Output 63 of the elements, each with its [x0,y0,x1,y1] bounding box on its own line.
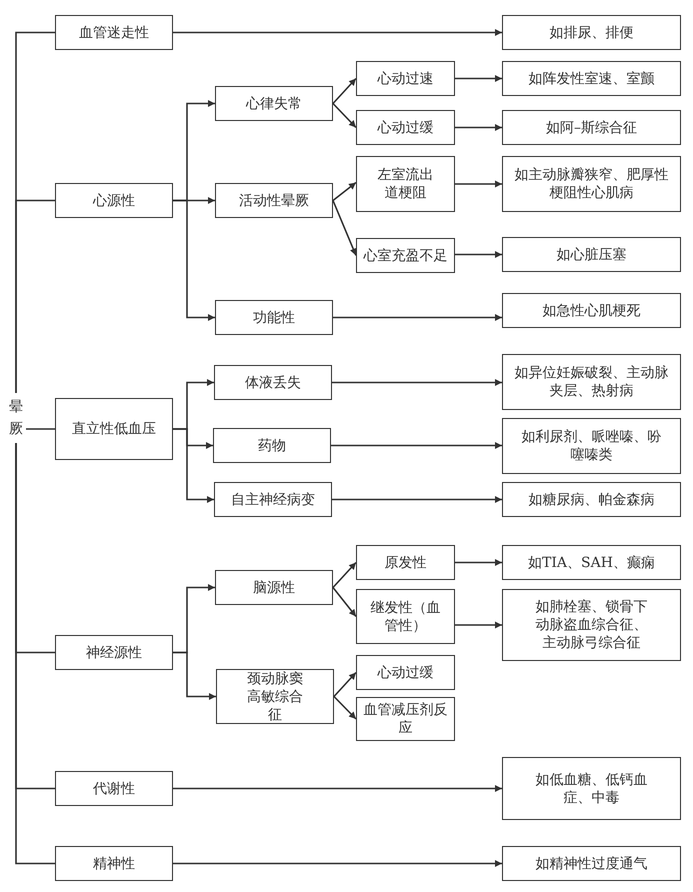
example-box: 如异位妊娠破裂、主动脉夹层、热射病 [502,354,681,410]
category-box: 心源性 [55,183,173,218]
subtype-box: 功能性 [215,300,333,335]
subtype-box: 脑源性 [215,570,333,605]
connector-line [15,200,55,393]
category-box: 直立性低血压 [55,398,173,460]
arrow [332,496,502,503]
example-box: 如排尿、排便 [502,15,681,50]
category-box: 神经源性 [55,635,173,670]
arrow [332,562,357,588]
connector-line [26,428,55,430]
subtype-box: 左室流出道梗阻 [356,156,455,212]
subtype-box: 心动过缓 [356,655,455,690]
arrow [332,102,357,128]
example-box: 如阵发性室速、室颤 [502,61,681,96]
example-box: 如急性心肌梗死 [502,293,681,328]
example-box: 如糖尿病、帕金森病 [502,482,681,517]
arrow [332,587,357,617]
example-box: 如心脏压塞 [502,237,681,272]
subtype-box: 活动性晕厥 [215,183,333,218]
subtype-box: 心动过缓 [356,110,455,145]
arrow [455,622,502,628]
arrow [455,124,502,131]
arrow [173,29,502,36]
arrow [333,314,502,321]
arrow [331,442,502,449]
arrow [173,652,216,700]
arrow [333,696,357,720]
arrow [173,860,502,867]
subtype-box: 心动过速 [356,61,455,96]
arrow [455,559,502,566]
arrow [332,379,502,386]
category-box: 血管迷走性 [55,15,173,50]
subtype-box: 颈动脉窦高敏综合征 [216,669,334,724]
subtype-box: 继发性（血管性） [356,589,455,644]
category-box: 精神性 [55,846,173,881]
arrow [333,672,357,698]
arrow [332,78,357,104]
connector-line [15,443,55,864]
arrow [455,75,502,82]
vertical-label: 晕厥 [6,393,26,443]
example-box: 如TIA、SAH、癫痫 [502,545,681,580]
arrow [173,200,215,321]
arrow [173,785,502,792]
subtype-box: 心室充盈不足 [356,238,455,273]
example-box: 如主动脉瓣狭窄、肥厚性梗阻性心肌病 [502,156,681,212]
arrow [332,200,357,256]
arrow [332,182,356,202]
arrow [455,251,502,258]
example-box: 如阿–斯综合征 [502,110,681,145]
category-box: 代谢性 [55,771,173,806]
example-box: 如精神性过度通气 [502,846,681,881]
arrow [173,428,214,503]
subtype-box: 原发性 [356,545,455,580]
subtype-box: 血管减压剂反应 [356,697,455,741]
subtype-box: 自主神经病变 [214,482,332,517]
arrow [455,180,502,188]
example-box: 如低血糖、低钙血症、中毒 [502,757,681,820]
subtype-box: 体液丢失 [214,365,332,400]
example-box: 如肺栓塞、锁骨下动脉盗血综合征、主动脉弓综合征 [502,589,681,661]
subtype-box: 药物 [213,428,331,463]
example-box: 如利尿剂、哌唑嗪、吩噻嗪类 [502,418,681,474]
subtype-box: 心律失常 [215,86,333,121]
